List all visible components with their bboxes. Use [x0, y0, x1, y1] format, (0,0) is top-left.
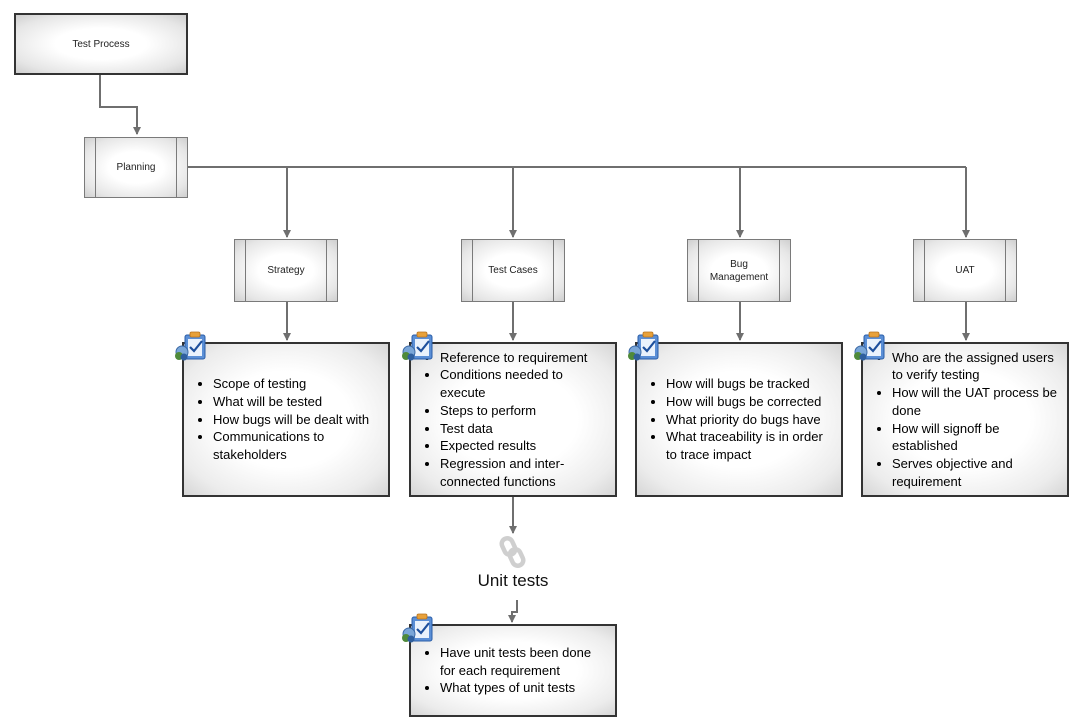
note-bullet: What traceability is in order to trace i…	[666, 428, 833, 463]
note-bullet: Conditions needed to execute	[440, 366, 607, 401]
connector-unittests-note	[508, 600, 518, 623]
note-bullet: How will the UAT process be done	[892, 384, 1059, 419]
note-bullet: Serves objective and requirement	[892, 455, 1059, 490]
chain-link-icon[interactable]	[497, 535, 529, 569]
note-bullet: What types of unit tests	[440, 679, 607, 697]
note-uat[interactable]: Who are the assigned users to verify tes…	[861, 342, 1069, 497]
note-bullet: Have unit tests been done for each requi…	[440, 644, 607, 679]
node-bug-management-label: Bug Management	[709, 258, 769, 283]
node-planning-label: Planning	[116, 162, 156, 173]
node-strategy-label: Strategy	[267, 265, 305, 276]
node-test-cases-label: Test Cases	[488, 265, 538, 276]
checklist-clipboard-icon	[628, 331, 659, 361]
node-test-cases[interactable]: Test Cases	[461, 239, 565, 302]
node-uat-label: UAT	[955, 265, 975, 276]
note-bullet: How will bugs be corrected	[666, 393, 833, 411]
node-bug-management[interactable]: Bug Management	[687, 239, 791, 302]
note-bullet: Test data	[440, 420, 607, 438]
note-unit-tests[interactable]: Have unit tests been done for each requi…	[409, 624, 617, 717]
note-uat-list: Who are the assigned users to verify tes…	[875, 349, 1059, 491]
note-test-cases-list: Reference to requirementConditions neede…	[423, 349, 607, 491]
note-bug-management-list: How will bugs be trackedHow will bugs be…	[649, 375, 833, 464]
connector-root-planning	[99, 74, 141, 135]
node-uat[interactable]: UAT	[913, 239, 1017, 302]
note-bullet: Communications to stakeholders	[213, 428, 380, 463]
note-bullet: What will be tested	[213, 393, 380, 411]
note-test-cases[interactable]: Reference to requirementConditions neede…	[409, 342, 617, 497]
note-bug-management[interactable]: How will bugs be trackedHow will bugs be…	[635, 342, 843, 497]
note-strategy[interactable]: Scope of testingWhat will be testedHow b…	[182, 342, 390, 497]
checklist-clipboard-icon	[175, 331, 206, 361]
unit-tests-label: Unit tests	[477, 571, 549, 590]
note-bullet: Steps to perform	[440, 402, 607, 420]
note-strategy-list: Scope of testingWhat will be testedHow b…	[196, 375, 380, 464]
note-bullet: Regression and inter-connected functions	[440, 455, 607, 490]
note-bullet: How bugs will be dealt with	[213, 411, 380, 429]
note-bullet: Expected results	[440, 437, 607, 455]
node-planning[interactable]: Planning	[84, 137, 188, 198]
checklist-clipboard-icon	[854, 331, 885, 361]
note-bullet: How will signoff be established	[892, 420, 1059, 455]
note-bullet: Scope of testing	[213, 375, 380, 393]
checklist-clipboard-icon	[402, 613, 433, 643]
checklist-clipboard-icon	[402, 331, 433, 361]
node-strategy[interactable]: Strategy	[234, 239, 338, 302]
note-bullet: Who are the assigned users to verify tes…	[892, 349, 1059, 384]
node-test-process[interactable]: Test Process	[14, 13, 188, 75]
note-bullet: Reference to requirement	[440, 349, 607, 367]
note-bullet: How will bugs be tracked	[666, 375, 833, 393]
note-unit-tests-list: Have unit tests been done for each requi…	[423, 644, 607, 697]
node-test-process-label: Test Process	[72, 38, 130, 50]
note-bullet: What priority do bugs have	[666, 411, 833, 429]
